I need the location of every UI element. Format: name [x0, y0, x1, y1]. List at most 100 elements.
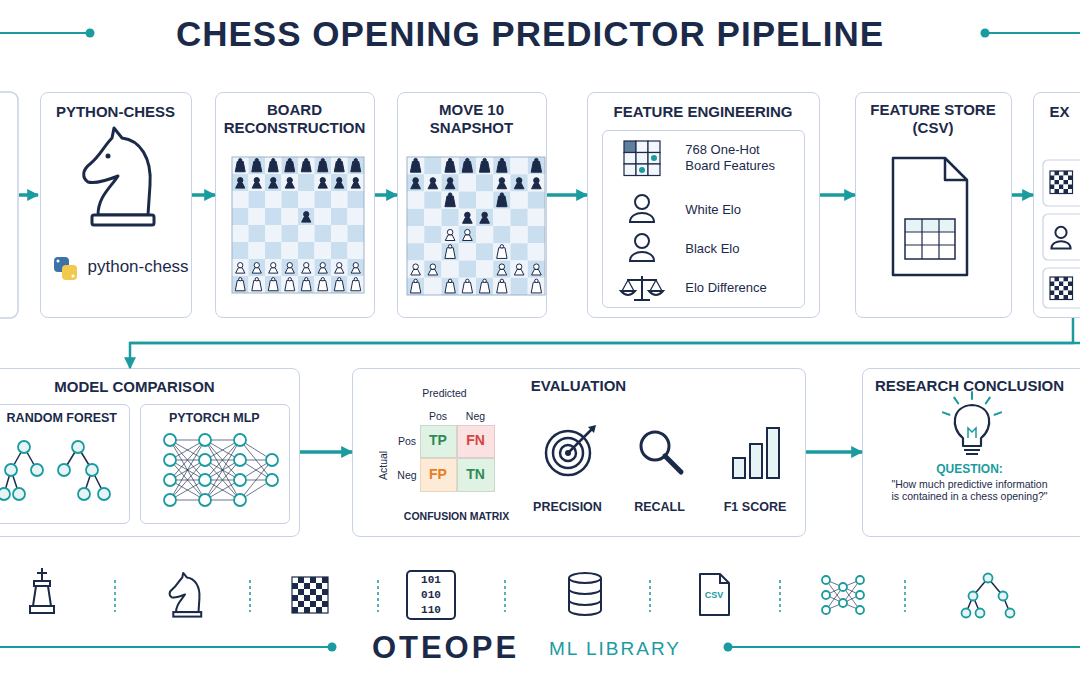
chessboard [430, 178, 436, 184]
node-heading: RANDOM FOREST [0, 411, 129, 426]
board-icon [322, 589, 328, 595]
chessboard [265, 208, 282, 225]
decision-tree-icon [11, 470, 19, 494]
neural-network-icon [205, 480, 240, 500]
mini-board-icon [1050, 176, 1055, 181]
chessboard [411, 183, 421, 189]
sub-box [1043, 160, 1080, 206]
chessboard [463, 218, 473, 224]
chessboard [348, 242, 365, 259]
chessboard [348, 259, 365, 276]
chessboard [282, 242, 299, 259]
lightbulb-icon [955, 405, 989, 446]
chessboard [493, 278, 510, 295]
mini-board-icon [1055, 189, 1060, 194]
node-text: CSV [893, 183, 967, 206]
chessboard [514, 183, 524, 189]
chessboard [254, 178, 259, 183]
footer-rule [724, 643, 733, 652]
chessboard [447, 178, 453, 184]
flow-arrow [1012, 193, 1033, 197]
chessboard [476, 278, 493, 295]
chessboard [407, 192, 424, 209]
chessboard [272, 278, 275, 281]
node-heading: TP [420, 432, 457, 449]
neural-network-icon [839, 599, 847, 607]
neural-network-icon [170, 440, 205, 460]
board-icon [310, 601, 316, 607]
node-heading: MODEL COMPARISON [0, 378, 270, 396]
chessboard [351, 162, 361, 172]
decision-tree-icon [13, 488, 25, 500]
lightbulb-icon [943, 392, 1001, 454]
chessboard [252, 281, 262, 291]
bar-chart-icon [733, 458, 745, 478]
csv-file-icon [700, 574, 729, 615]
chessboard [511, 261, 528, 278]
chessboard [424, 157, 441, 174]
chessboard [331, 191, 348, 208]
neural-network-icon [205, 440, 240, 460]
magnifier-icon [665, 456, 681, 472]
decision-tree-icon [5, 464, 17, 476]
chessboard [428, 269, 438, 275]
sub-box [1043, 214, 1080, 260]
chessboard [331, 208, 348, 225]
chessboard [499, 264, 505, 270]
mini-board-icon [1055, 277, 1060, 282]
csv-file-icon [905, 219, 955, 232]
decision-tree-icon [976, 609, 985, 618]
chessboard [511, 209, 528, 226]
chessboard [534, 178, 540, 184]
board-grid-icon [651, 155, 657, 161]
node-text: Black Elo [685, 241, 797, 257]
neural-network-icon [205, 480, 240, 500]
chessboard [463, 235, 473, 241]
neural-network-icon [205, 440, 240, 500]
neural-network-icon [822, 576, 864, 614]
magnifier-icon [641, 432, 681, 472]
chessboard [483, 279, 486, 282]
chessboard [302, 217, 311, 222]
node-heading: FP [420, 466, 457, 483]
chessboard [353, 178, 358, 183]
bar-chart-icon [733, 428, 779, 478]
mini-board-icon [1050, 277, 1073, 300]
decision-tree-icon [92, 470, 104, 494]
neural-network-icon [170, 480, 205, 481]
target-icon [560, 445, 576, 461]
mini-board-icon [1059, 171, 1064, 176]
flow-arrow [375, 193, 397, 197]
node-heading: MOVE 10 SNAPSHOT [402, 101, 542, 138]
decision-tree-icon [973, 578, 988, 596]
chessboard [255, 278, 258, 281]
neural-network-icon [199, 434, 211, 446]
chessboard [442, 174, 459, 191]
decision-tree-icon [984, 574, 993, 583]
board-grid-icon [624, 164, 636, 176]
chessboard [428, 183, 438, 189]
board-grid-icon [624, 153, 636, 165]
database-icon [569, 578, 601, 615]
node-text: RECALL [615, 500, 705, 515]
chessboard [235, 162, 245, 172]
flow-arrow [547, 193, 587, 197]
chessboard [282, 208, 299, 225]
chessboard [254, 263, 259, 268]
mini-board-icon [1064, 282, 1069, 287]
mini-board-icon [1059, 295, 1064, 300]
chessboard [493, 157, 510, 174]
chessboard [442, 157, 459, 174]
neural-network-icon [170, 480, 205, 500]
mini-board-icon [1050, 277, 1055, 282]
node-heading: FN [457, 432, 495, 449]
chessboard [407, 174, 424, 191]
chessboard [338, 159, 341, 162]
board-icon [298, 595, 304, 601]
chessboard [298, 225, 315, 242]
decision-tree-icon [988, 578, 1003, 596]
flow-arrow [130, 318, 1073, 368]
chessboard [351, 183, 360, 188]
neural-network-icon [822, 606, 830, 614]
